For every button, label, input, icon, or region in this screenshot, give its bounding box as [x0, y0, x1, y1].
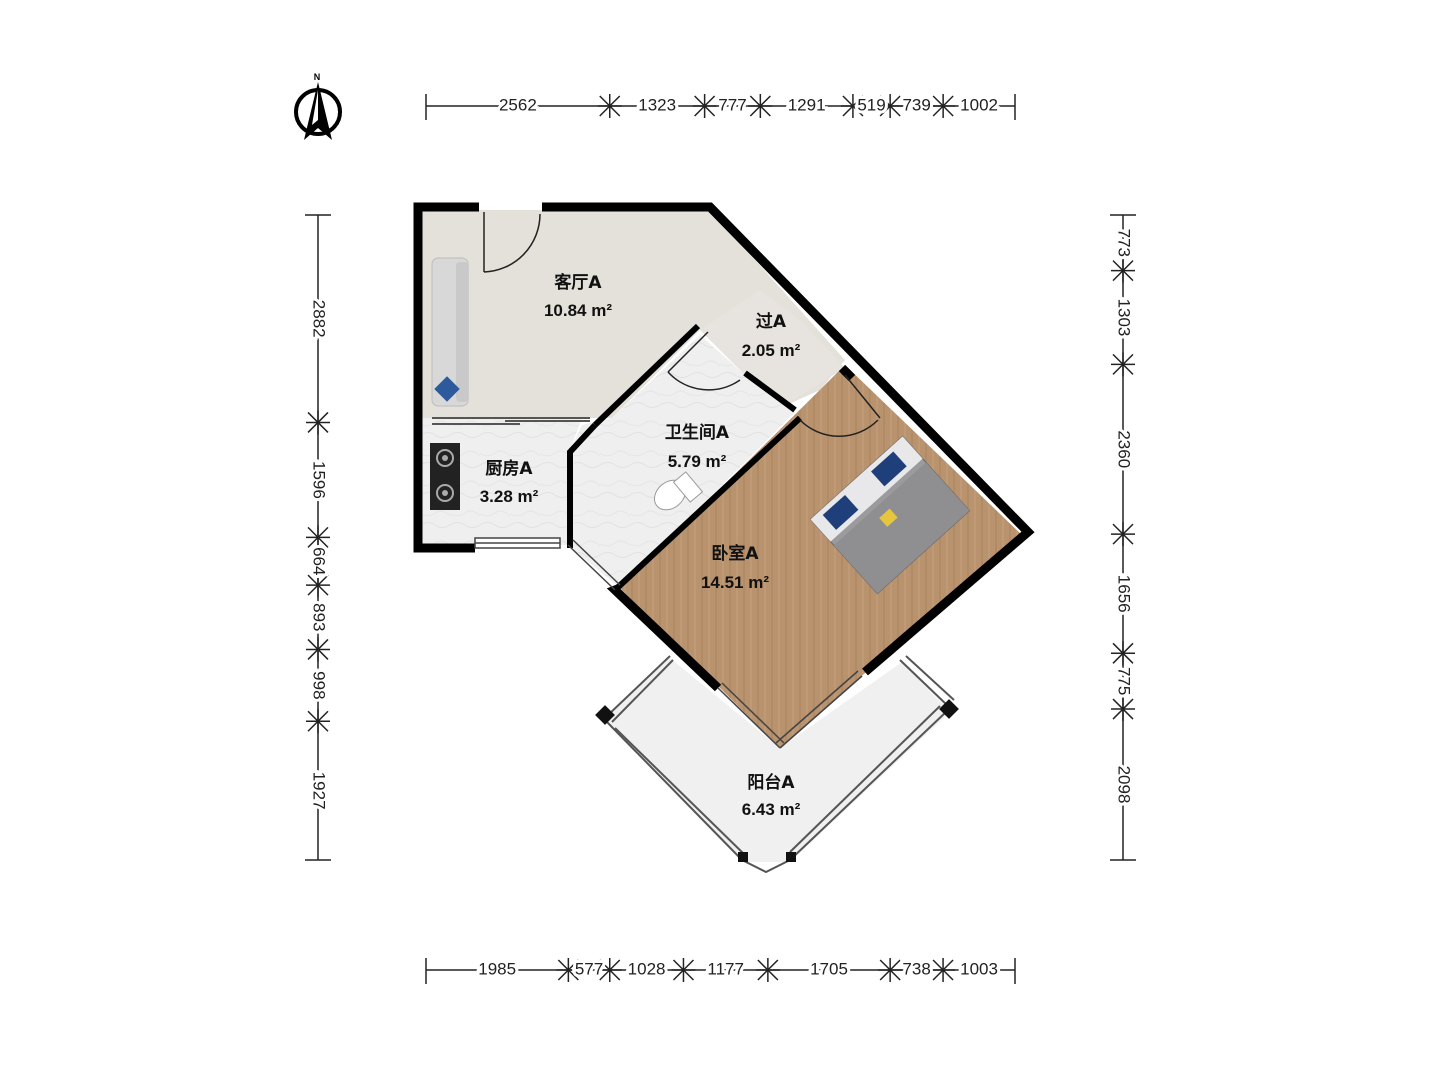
- dimension-label-left-1: 1596: [310, 461, 329, 499]
- toilet: [654, 471, 704, 511]
- dimension-label-bottom-6: 1003: [960, 959, 998, 978]
- kitchen-area: 3.28 m²: [480, 487, 539, 506]
- bed: [809, 435, 971, 595]
- dimension-ticks: [306, 94, 1135, 982]
- dimension-label-top-1: 1323: [638, 95, 676, 114]
- dimension-tick: [840, 94, 865, 118]
- dimension-tick: [1111, 352, 1135, 377]
- balcony-post-right: [939, 699, 959, 719]
- dimension-label-right-4: 775: [1115, 667, 1134, 695]
- sofa: [431, 257, 469, 407]
- dimension-tick: [748, 94, 773, 118]
- balcony-post-bottom-left: [738, 852, 748, 862]
- dimension-tick: [306, 573, 330, 598]
- balcony-frame: [606, 655, 955, 874]
- dimension-tick: [597, 958, 622, 982]
- dimension-tick: [306, 637, 330, 662]
- corridor-floor: [700, 290, 845, 408]
- dimensions-top: [425, 94, 1016, 120]
- dimension-label-bottom-5: 738: [902, 959, 930, 978]
- gas-stove: [430, 443, 460, 510]
- bathroom-floor: [568, 335, 795, 588]
- dimension-label-left-2: 664: [310, 547, 329, 575]
- dimension-label-bottom-2: 1028: [628, 959, 666, 978]
- dimension-tick: [692, 94, 717, 118]
- dimension-label-right-1: 1303: [1115, 299, 1134, 337]
- wall-bedroom-bath: [612, 415, 803, 593]
- dimension-label-right-3: 1656: [1115, 575, 1134, 613]
- dimension-label-bottom-3: 1177: [707, 959, 744, 978]
- dimensions-bottom: [425, 958, 1016, 984]
- dimension-tick: [556, 958, 581, 982]
- bedroom-balcony-window: [717, 670, 863, 749]
- corridor-area: 2.05 m²: [742, 341, 801, 360]
- dimension-tick: [306, 410, 330, 435]
- wall-living-bath: [592, 323, 701, 428]
- dimension-label-bottom-4: 1705: [810, 959, 848, 978]
- dimension-labels: 2562 1323 777 1291 519 739 1002 1985 577 1028 1177…: [307, 92, 1137, 981]
- bathroom-name: 卫生间A: [665, 422, 730, 443]
- balcony-post-bottom-right: [786, 852, 796, 862]
- wall-bath-corridor: [743, 370, 797, 413]
- balcony-area: 6.43 m²: [742, 800, 801, 819]
- bathroom-area: 5.79 m²: [668, 452, 727, 471]
- dimension-tick: [671, 958, 696, 982]
- dimension-label-top-0: 2562: [499, 95, 537, 114]
- dimension-tick: [597, 94, 622, 118]
- dimension-tick: [306, 709, 330, 734]
- dimension-label-left-3: 893: [310, 603, 329, 631]
- kitchen-window: [474, 537, 561, 549]
- kitchen-name: 厨房A: [485, 458, 533, 479]
- dimension-label-left-5: 1927: [310, 772, 329, 810]
- dimension-tick: [1111, 522, 1135, 547]
- balcony-name: 阳台A: [747, 772, 795, 793]
- dimension-label-top-3: 1291: [788, 95, 826, 114]
- living-kitchen-partition: [432, 417, 590, 425]
- dimension-label-bottom-0: 1985: [478, 959, 516, 978]
- dimension-label-right-0: 773: [1115, 229, 1134, 257]
- wall-top-outer: [542, 202, 1035, 676]
- entry-door: [483, 212, 541, 273]
- dimension-label-top-2: 777: [718, 95, 746, 114]
- bedroom-door: [799, 374, 881, 437]
- dimension-tick: [1111, 697, 1135, 722]
- dimension-tick: [878, 958, 903, 982]
- bathroom-door: [667, 331, 741, 391]
- balcony-post-left: [595, 705, 615, 725]
- corridor-name: 过A: [756, 312, 787, 332]
- dimension-tick: [755, 958, 780, 982]
- dimension-tick: [931, 958, 956, 982]
- dimension-label-top-5: 739: [902, 95, 930, 114]
- dimension-tick: [878, 94, 903, 118]
- dimension-label-bottom-1: 577: [575, 959, 603, 978]
- wall-corridor-bedroom: [838, 364, 856, 382]
- dimension-label-left-0: 2882: [310, 300, 329, 338]
- bathroom-window: [567, 539, 621, 591]
- bedroom-name: 卧室A: [711, 543, 759, 564]
- dimension-tick: [1111, 258, 1135, 283]
- living-room-name: 客厅A: [553, 272, 602, 293]
- dimension-label-top-6: 1002: [960, 95, 998, 114]
- dimension-tick: [1111, 641, 1135, 666]
- dimension-tick: [931, 94, 956, 118]
- dimension-label-left-4: 998: [310, 671, 329, 699]
- dimension-label-top-4: 519: [857, 95, 885, 114]
- kitchen-floor: [422, 418, 582, 545]
- dimension-tick: [306, 525, 330, 550]
- north-arrow-icon: N: [294, 72, 342, 140]
- compass-label: N: [314, 72, 321, 82]
- wall-bath-kitchen: [567, 422, 598, 548]
- living-room-area: 10.84 m²: [544, 301, 612, 320]
- balcony-floor: [605, 658, 950, 862]
- dimension-label-right-2: 2360: [1115, 430, 1134, 468]
- wall-left-outer: [413, 202, 479, 553]
- dimension-label-right-5: 2098: [1115, 766, 1134, 804]
- bedroom-area: 14.51 m²: [701, 573, 769, 592]
